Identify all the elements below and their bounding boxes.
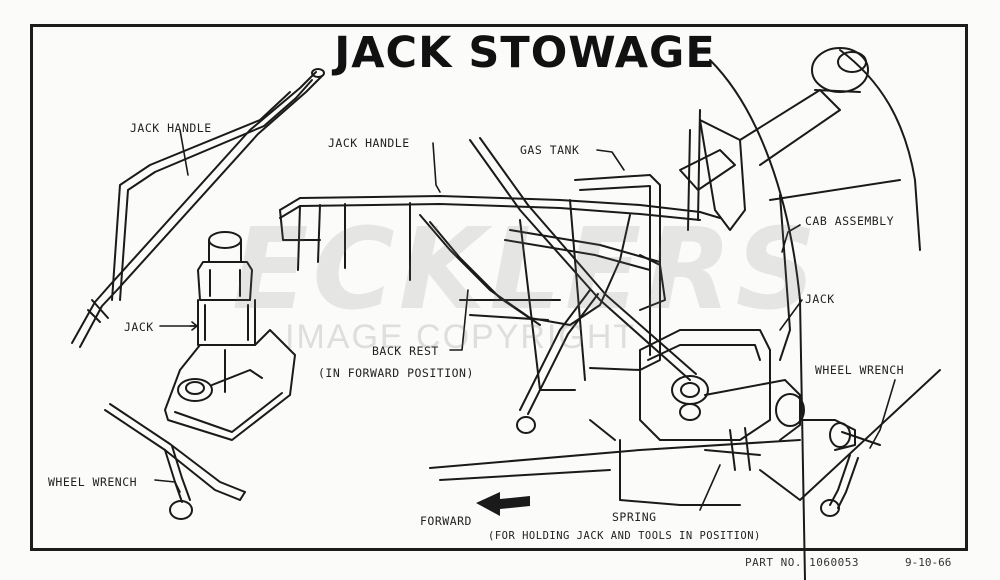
- label-jack-handle-center: JACK HANDLE: [328, 136, 410, 150]
- label-jack-left: JACK: [124, 320, 154, 334]
- part-date: 9-10-66: [905, 556, 952, 569]
- label-spring-note: (FOR HOLDING JACK AND TOOLS IN POSITION): [488, 530, 761, 542]
- label-back-rest: BACK REST: [372, 344, 439, 358]
- decal-title: JACK STOWAGE: [334, 28, 716, 78]
- seat-frame-drawing: [279, 195, 721, 326]
- watermark-brand: ECKLERS: [232, 205, 821, 335]
- label-wheel-wrench-right: WHEEL WRENCH: [815, 363, 905, 377]
- watermark-copyright: IMAGE COPYRIGHT: [285, 318, 637, 356]
- jack-handle-drawing: [71, 68, 325, 348]
- wheel-wrench-right-drawing: [820, 431, 881, 517]
- leader-lines: [154, 129, 896, 511]
- label-spring: SPRING: [612, 510, 657, 524]
- label-jack-right: JACK: [805, 292, 835, 306]
- wheel-wrench-left-drawing: [104, 403, 246, 520]
- label-jack-handle-left: JACK HANDLE: [130, 121, 212, 135]
- cab-assembly-drawing: [679, 47, 921, 580]
- floor-lines-drawing: [429, 369, 941, 506]
- stowed-jack-handle-drawing: [469, 137, 697, 434]
- label-back-rest-note: (IN FORWARD POSITION): [318, 366, 474, 380]
- decal-border: [30, 24, 968, 551]
- label-forward: FORWARD: [420, 514, 472, 528]
- mounted-jack-drawing: [639, 329, 856, 471]
- bottle-jack-drawing: [164, 231, 296, 441]
- label-wheel-wrench-left: WHEEL WRENCH: [48, 475, 138, 489]
- forward-arrow-icon: [476, 492, 530, 516]
- label-gas-tank: GAS TANK: [520, 143, 580, 157]
- part-number: PART NO. 1060053: [745, 556, 859, 569]
- label-cab-assembly: CAB ASSEMBLY: [805, 214, 895, 228]
